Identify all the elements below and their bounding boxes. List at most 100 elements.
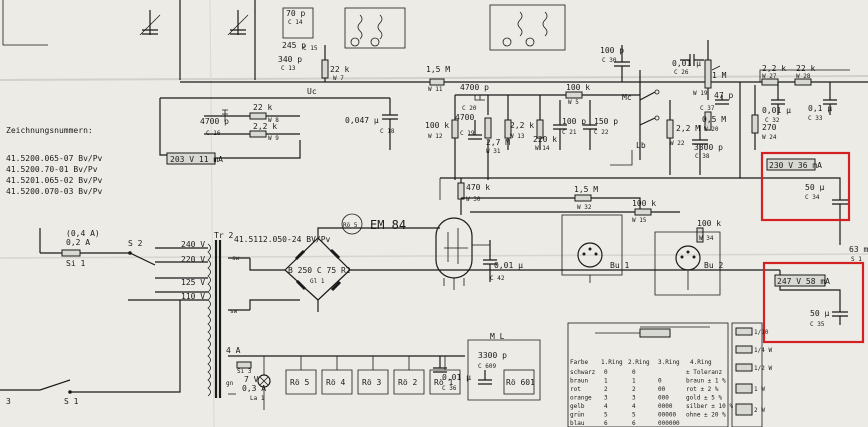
svg-text:W 19: W 19 xyxy=(693,90,708,97)
supply-filter-right: 230 V 36 mA 50 µ C 34 247 V 58 mA 50 µ C… xyxy=(760,158,868,328)
color-table-cell: 3 xyxy=(604,395,608,402)
svg-text:4.Ring: 4.Ring xyxy=(690,359,712,366)
svg-text:C 19: C 19 xyxy=(460,130,475,137)
svg-text:1 M: 1 M xyxy=(712,71,727,80)
color-table-cell: 5 xyxy=(604,412,608,419)
svg-text:22 k: 22 k xyxy=(330,65,349,74)
fold-line xyxy=(0,253,868,259)
svg-text:C 37: C 37 xyxy=(700,105,715,112)
color-table-cell: silber ± 10 % xyxy=(686,403,733,410)
color-table-cell: 0 xyxy=(632,369,636,376)
color-table-cell: 00 xyxy=(658,386,666,393)
svg-text:0,01 µ: 0,01 µ xyxy=(672,59,701,68)
color-ring-resistor xyxy=(639,328,671,338)
socket-label: Bu 1 xyxy=(610,261,629,270)
color-table-cell: 4 xyxy=(604,403,608,410)
heater-label: Rö 1 xyxy=(434,378,453,387)
svg-text:sw: sw xyxy=(232,255,240,262)
svg-text:Rö 601: Rö 601 xyxy=(506,378,535,387)
svg-text:245 p: 245 p xyxy=(282,41,306,50)
color-table-cell: rot xyxy=(570,386,581,393)
svg-text:100 p: 100 p xyxy=(562,117,586,126)
svg-text:4700: 4700 xyxy=(455,113,474,122)
svg-text:1 W: 1 W xyxy=(754,386,765,393)
resistor-w8 xyxy=(249,112,267,120)
if-filter-block xyxy=(489,4,566,51)
svg-text:63 m: 63 m xyxy=(849,245,868,254)
svg-text:50 µ: 50 µ xyxy=(810,309,829,318)
wattage-legend: 1/10 1/4 W 1/2 W 1 W 2 W xyxy=(731,322,772,427)
color-table-cell: grün xyxy=(570,412,585,419)
resistor-w20 xyxy=(704,111,712,131)
color-table-cell: 2 xyxy=(604,386,608,393)
svg-text:W 28: W 28 xyxy=(796,73,811,80)
drawing-numbers: Zeichnungsnummern: 41.5200.065-07 Bv/Pv … xyxy=(6,126,103,196)
svg-text:W 15: W 15 xyxy=(632,217,647,224)
fuse-si1 xyxy=(61,249,81,257)
color-table-cell: orange xyxy=(570,395,592,402)
color-table-cell: 6 xyxy=(604,420,608,427)
color-table-cell: 0 xyxy=(658,378,662,385)
color-table-cell: ± Toleranz xyxy=(686,369,723,376)
rail-text: 203 V 11 mA xyxy=(170,155,223,164)
potentiometer-w19 xyxy=(704,59,712,89)
socket-bu1 xyxy=(577,242,603,268)
if-filter-block xyxy=(282,7,314,39)
component-labels: 1,5 M W 11 22 k W 8 2,2 k W 9 4700 p C 1… xyxy=(200,9,832,160)
resistor-w28 xyxy=(794,78,812,86)
svg-text:C 35: C 35 xyxy=(810,321,825,328)
color-table-cell: 1 xyxy=(632,378,636,385)
power-supply-section: (0,4 A) 0,2 A Si 1 S 2 240 V 220 V 125 V… xyxy=(0,227,780,410)
svg-text:W 27: W 27 xyxy=(762,73,777,80)
svg-text:C 42: C 42 xyxy=(490,275,505,282)
resistor-w7 xyxy=(321,59,329,79)
color-table-cell: schwarz xyxy=(570,369,596,376)
rectifier-label: B 250 C 75 R2 xyxy=(288,266,351,275)
svg-text:2,2 M: 2,2 M xyxy=(676,124,700,133)
svg-text:2.Ring: 2.Ring xyxy=(628,359,650,366)
color-table-cell: 1 xyxy=(604,378,608,385)
switch-s1-label: S 1 xyxy=(64,397,79,406)
socket-label: Bu 2 xyxy=(704,261,723,270)
svg-text:W 22: W 22 xyxy=(670,140,685,147)
svg-text:2,2 k: 2,2 k xyxy=(253,122,277,131)
fold-line xyxy=(209,0,215,427)
svg-text:2,2 k: 2,2 k xyxy=(762,64,786,73)
color-table-cell: blau xyxy=(570,420,585,427)
rail-text: 230 V 36 mA xyxy=(769,161,822,170)
color-table-cell: 5 xyxy=(632,412,636,419)
svg-text:100 k: 100 k xyxy=(697,219,721,228)
svg-text:1,5 M: 1,5 M xyxy=(426,65,450,74)
resistor-w31 xyxy=(484,117,492,139)
svg-text:1.Ring: 1.Ring xyxy=(601,359,623,366)
svg-text:sw: sw xyxy=(230,308,238,315)
svg-text:C 30: C 30 xyxy=(602,57,617,64)
svg-text:M L: M L xyxy=(490,332,505,341)
svg-text:Si 1: Si 1 xyxy=(66,259,85,268)
color-table-cell: braun xyxy=(570,378,588,385)
color-table-cell: 4 xyxy=(632,403,636,410)
svg-text:W 7: W 7 xyxy=(333,75,344,82)
svg-text:W 13: W 13 xyxy=(510,133,525,140)
svg-text:C 15: C 15 xyxy=(303,45,318,52)
note-line: 41.5200.065-07 Bv/Pv xyxy=(6,154,103,163)
svg-text:100 k: 100 k xyxy=(632,199,656,208)
svg-text:0,01 µ: 0,01 µ xyxy=(762,106,791,115)
color-code-table: Farbe 1.Ring 2.Ring 3.Ring 4.Ring schwar… xyxy=(567,322,733,427)
svg-text:125 V: 125 V xyxy=(181,278,205,287)
note-line: 41.5200.70-01 Bv/Pv xyxy=(6,165,98,174)
heater-row: Rö 5 Rö 4 Rö 3 Rö 2 Rö 1 xyxy=(285,356,461,395)
svg-text:100 k: 100 k xyxy=(425,121,449,130)
svg-text:Si 3: Si 3 xyxy=(237,368,252,375)
resistor-w5 xyxy=(565,91,583,99)
svg-text:70 p: 70 p xyxy=(286,9,305,18)
svg-text:Uc: Uc xyxy=(307,87,317,96)
svg-text:C 13: C 13 xyxy=(281,65,296,72)
color-table-cell: 0 xyxy=(604,369,608,376)
resistor-w32 xyxy=(574,194,592,202)
tube-label: EM 84 xyxy=(370,218,406,232)
svg-text:Lb: Lb xyxy=(636,141,646,150)
resistor-w34 xyxy=(696,227,704,243)
